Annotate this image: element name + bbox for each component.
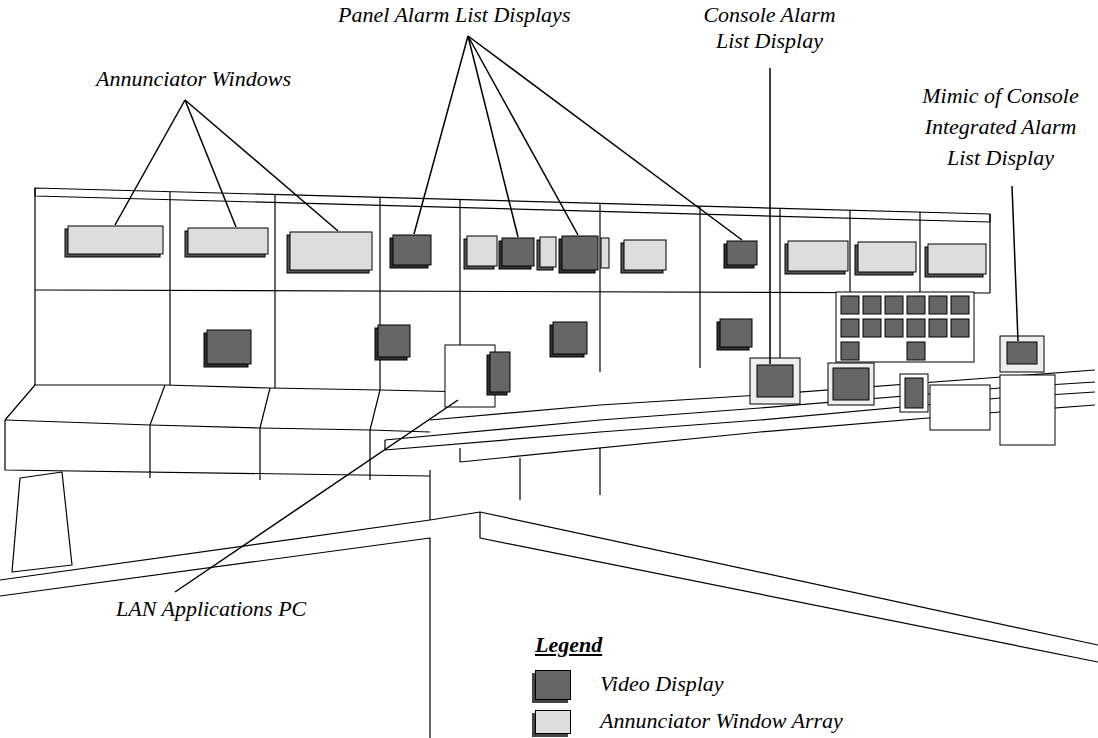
leader-line bbox=[115, 100, 185, 225]
video-display bbox=[951, 319, 969, 337]
annunciator-window bbox=[928, 244, 986, 274]
leader-line bbox=[185, 100, 338, 231]
video-display bbox=[553, 322, 587, 354]
console-edge bbox=[385, 440, 460, 462]
video-display bbox=[841, 319, 859, 337]
wall-right bbox=[480, 512, 1098, 662]
leader-line bbox=[468, 36, 518, 237]
callout-label: LAN Applications PC bbox=[116, 596, 346, 622]
monitor-frame bbox=[828, 363, 874, 405]
video-display bbox=[841, 296, 859, 314]
annunciator-window bbox=[858, 242, 916, 272]
panel-divider bbox=[379, 197, 380, 390]
partition bbox=[430, 448, 600, 520]
monitor-frame bbox=[1000, 336, 1044, 372]
video-display bbox=[378, 325, 410, 357]
video-display bbox=[393, 235, 431, 265]
leader-line bbox=[468, 36, 578, 235]
annunciator-window bbox=[467, 236, 497, 266]
panel-divider bbox=[169, 192, 170, 385]
legend-heading: Legend bbox=[535, 632, 655, 658]
panel-divider bbox=[849, 210, 850, 293]
annunciator-window bbox=[788, 241, 848, 271]
leader-line bbox=[769, 68, 771, 364]
bench-front bbox=[5, 420, 430, 432]
annunciator-window bbox=[624, 240, 666, 270]
video-display bbox=[207, 330, 251, 364]
panel-divider bbox=[599, 203, 600, 372]
annunciator-window bbox=[540, 237, 556, 267]
monitor-frame bbox=[900, 374, 928, 412]
leader-line bbox=[414, 36, 468, 234]
video-display bbox=[1007, 342, 1037, 364]
video-display bbox=[929, 319, 947, 337]
panel-divider bbox=[699, 206, 700, 368]
leader-line bbox=[185, 100, 236, 227]
wall-left bbox=[0, 538, 430, 738]
video-display bbox=[490, 352, 510, 392]
legend-text: Video Display bbox=[600, 671, 724, 697]
legend-text: Annunciator Window Array bbox=[600, 708, 843, 734]
annunciator-window bbox=[188, 228, 268, 254]
monitor-frame bbox=[750, 358, 800, 404]
leader-line bbox=[175, 400, 458, 592]
video-display bbox=[720, 319, 752, 347]
video-display bbox=[907, 319, 925, 337]
callout-label: Mimic of Console Integrated Alarm List D… bbox=[918, 80, 1083, 173]
panel-divider bbox=[274, 195, 275, 388]
panel-right-edge bbox=[989, 214, 990, 293]
video-display bbox=[863, 319, 881, 337]
leader-line bbox=[1012, 186, 1018, 341]
legend-swatch bbox=[535, 670, 571, 700]
computer-box bbox=[1000, 375, 1055, 445]
panel-divider bbox=[779, 208, 780, 362]
legend-swatch bbox=[535, 710, 571, 734]
video-display bbox=[757, 365, 793, 397]
video-display bbox=[905, 378, 923, 408]
cluster-frame bbox=[836, 292, 974, 362]
video-display bbox=[929, 296, 947, 314]
annunciator-window bbox=[601, 238, 609, 268]
computer-box bbox=[930, 385, 990, 430]
video-display bbox=[907, 342, 925, 360]
video-display bbox=[833, 368, 869, 400]
video-display bbox=[885, 319, 903, 337]
bench-slant bbox=[5, 385, 380, 430]
callout-label: Console Alarm List Display bbox=[697, 2, 842, 54]
wall-top bbox=[0, 512, 1098, 645]
video-display bbox=[841, 342, 859, 360]
video-display bbox=[863, 296, 881, 314]
cabinet-block bbox=[12, 472, 72, 572]
bench-top bbox=[35, 385, 470, 392]
panel-divider bbox=[919, 212, 920, 293]
video-display bbox=[951, 296, 969, 314]
panel-left-edge bbox=[34, 188, 35, 385]
video-display bbox=[885, 296, 903, 314]
video-display bbox=[562, 236, 598, 270]
bench-cabinet bbox=[5, 420, 430, 480]
callout-label: Annunciator Windows bbox=[96, 66, 296, 92]
video-display bbox=[907, 296, 925, 314]
callout-label: Panel Alarm List Displays bbox=[338, 2, 608, 28]
leader-line bbox=[468, 36, 742, 240]
video-display bbox=[727, 241, 757, 265]
annunciator-window bbox=[68, 226, 163, 254]
video-display bbox=[502, 238, 534, 266]
annunciator-window bbox=[290, 232, 372, 270]
